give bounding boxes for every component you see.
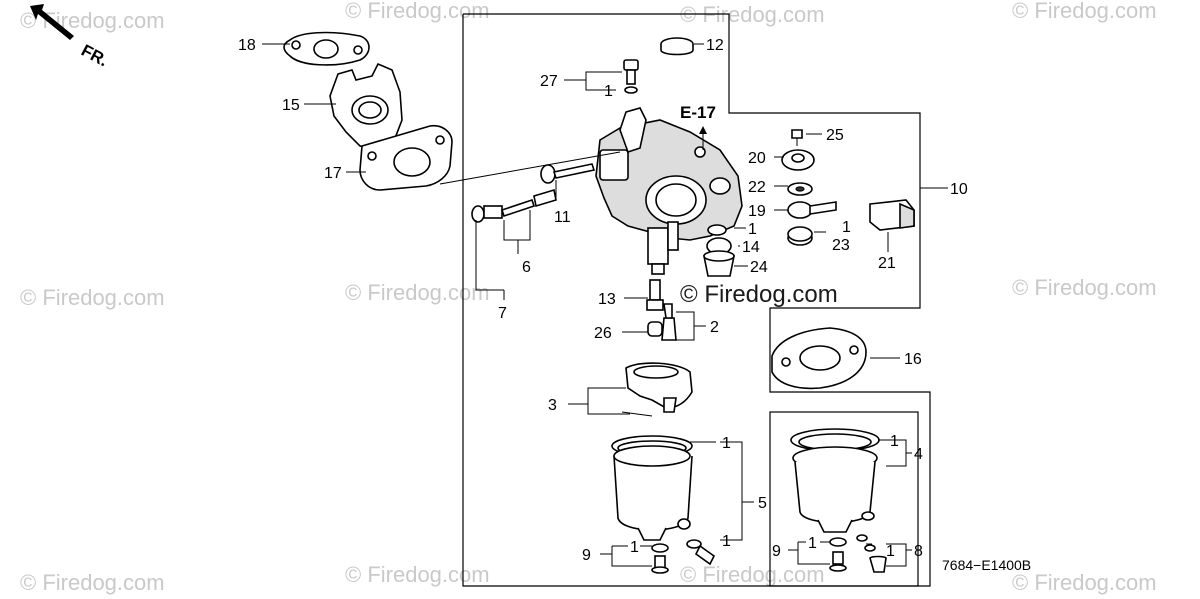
callout-1: 1: [886, 543, 895, 560]
callout-1: 1: [630, 539, 639, 556]
callout-4: 4: [914, 446, 923, 463]
callout-18: 18: [238, 37, 256, 54]
assembly-frames: [462, 13, 931, 587]
callout-1: 1: [890, 433, 899, 450]
watermark: © Firedog.com: [1012, 0, 1157, 23]
callout-labels: 18 15 17 12 27 1 E-17 25 20 22 10 19 1 2…: [238, 37, 1031, 573]
callout-20: 20: [748, 150, 766, 167]
callout-9: 9: [582, 547, 591, 564]
callout-1: 1: [748, 221, 757, 238]
callout-1: 1: [604, 83, 613, 100]
callout-1: 1: [722, 435, 731, 452]
screw-11: [540, 163, 596, 184]
callout-1: 1: [842, 219, 851, 236]
callout-11: 11: [554, 209, 571, 226]
gasket-16: [771, 327, 867, 390]
watermark-center: © Firedog.com: [680, 281, 838, 308]
watermark: © Firedog.com: [1012, 570, 1157, 595]
callout-24: 24: [750, 259, 768, 276]
callout-23: 23: [832, 237, 850, 254]
callout-15: 15: [282, 97, 300, 114]
float-bowl-5: [611, 435, 716, 574]
callout-25: 25: [826, 127, 844, 144]
callout-21: 21: [878, 255, 896, 272]
e17-arrow: [699, 126, 707, 150]
callout-9: 9: [772, 543, 781, 560]
insulator-15: [329, 62, 403, 151]
float-3: [621, 362, 693, 417]
watermark: © Firedog.com: [20, 570, 165, 595]
watermark: © Firedog.com: [345, 0, 490, 23]
float-bowl-4: [790, 428, 887, 573]
reference-e17: E-17: [680, 103, 716, 122]
carburetor-body: [595, 107, 743, 275]
main-jet-parts: [646, 279, 677, 341]
callout-12: 12: [706, 37, 724, 54]
callout-13: 13: [598, 291, 616, 308]
callout-1: 1: [808, 535, 817, 552]
screw-6-7: [471, 188, 557, 223]
front-label: FR.: [78, 41, 111, 71]
callout-3: 3: [548, 397, 557, 414]
gasket-17: [359, 124, 453, 191]
watermark: © Firedog.com: [345, 562, 490, 587]
carb-inner-parts: [703, 224, 735, 277]
watermarks: © Firedog.com © Firedog.com © Firedog.co…: [20, 0, 1157, 595]
callout-2: 2: [710, 319, 719, 336]
callout-22: 22: [748, 179, 766, 196]
watermark: © Firedog.com: [20, 285, 165, 310]
cap-12: [660, 37, 694, 56]
diagram-code: 7684−E1400B: [942, 557, 1031, 573]
callout-5: 5: [758, 495, 767, 512]
callout-27: 27: [540, 73, 558, 90]
part-21: [869, 199, 915, 231]
choke-parts: [781, 129, 837, 246]
callout-19: 19: [748, 203, 766, 220]
callout-8: 8: [914, 543, 923, 560]
callout-7: 7: [498, 305, 507, 322]
callout-16: 16: [904, 351, 922, 368]
callout-1: 1: [722, 533, 731, 550]
gasket-18: [283, 31, 370, 66]
watermark: © Firedog.com: [680, 562, 825, 587]
screw-27: [623, 59, 639, 94]
watermark: © Firedog.com: [1012, 275, 1157, 300]
callout-26: 26: [594, 325, 612, 342]
leader-lines: [262, 43, 948, 567]
callout-14: 14: [742, 239, 760, 256]
watermark: © Firedog.com: [345, 280, 490, 305]
callout-10: 10: [950, 181, 968, 198]
callout-6: 6: [522, 259, 531, 276]
callout-17: 17: [324, 165, 342, 182]
